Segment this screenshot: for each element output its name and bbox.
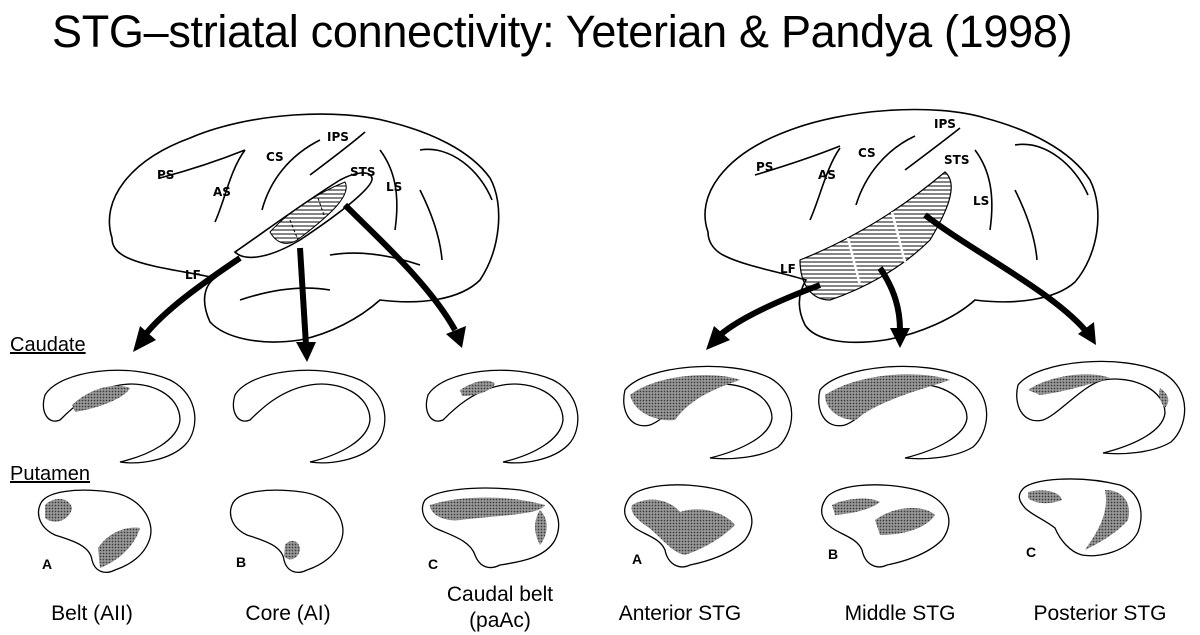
putamen-6 — [1018, 478, 1142, 557]
caption-belt: Belt (AII) — [51, 602, 133, 625]
slide-title: STG–striatal connectivity: Yeterian & Pa… — [52, 6, 1073, 57]
panel-letter-1: A — [42, 556, 53, 572]
panel-letter-4: A — [632, 551, 643, 567]
caudate-2 — [232, 369, 386, 464]
putamen-5 — [821, 484, 950, 568]
panel-letter-5: B — [828, 546, 839, 562]
stg-region-right — [799, 171, 952, 301]
sulcus-cs-left: CS — [266, 150, 284, 164]
sulcus-as-left: AS — [213, 185, 231, 199]
caudate-label: Caudate — [10, 334, 86, 356]
sulcus-as-right: AS — [818, 168, 836, 182]
panel-letter-3: C — [428, 556, 439, 572]
sulcus-ls-left: LS — [386, 180, 403, 194]
sulcus-lf-right: LF — [780, 262, 796, 276]
arrows-right — [706, 212, 1096, 350]
putamen-1 — [37, 489, 152, 573]
caption-caudal-belt: Caudal belt (paAc) — [446, 583, 554, 632]
caption-anterior-stg: Anterior STG — [618, 602, 742, 625]
panel-letter-6: C — [1026, 544, 1037, 560]
sulcus-sts-right: STS — [944, 153, 970, 167]
caudate-1 — [42, 369, 196, 464]
caption-core: Core (AI) — [245, 602, 331, 625]
putamen-3 — [421, 487, 560, 569]
sulcus-ips-right: IPS — [934, 117, 956, 131]
putamen-2 — [229, 489, 344, 573]
caption-middle-stg: Middle STG — [844, 602, 956, 625]
sulcus-sts-left: STS — [350, 165, 376, 179]
putamen-4 — [624, 484, 753, 568]
panel-letter-2: B — [236, 554, 247, 570]
sulcus-ps-right: PS — [756, 160, 774, 174]
stg-region-left — [269, 181, 347, 244]
sulcus-lf-left: LF — [185, 268, 201, 282]
sulcus-ls-right: LS — [973, 194, 990, 208]
arrows-left — [133, 202, 466, 362]
caudate-3 — [425, 369, 579, 464]
caudate-6 — [1016, 360, 1186, 455]
sulcus-cs-right: CS — [858, 146, 876, 160]
sulcus-ps-left: PS — [157, 168, 175, 182]
sulcus-ips-left: IPS — [327, 130, 349, 144]
caption-posterior-stg: Posterior STG — [1033, 602, 1167, 625]
putamen-label: Putamen — [10, 463, 91, 485]
